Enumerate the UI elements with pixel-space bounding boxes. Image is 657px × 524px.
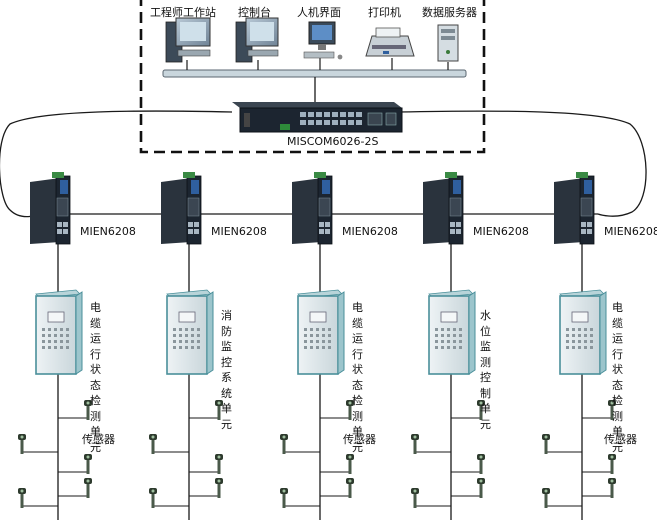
sensor-icon-2-3 (189, 400, 223, 420)
sensor-icon-2-2 (149, 488, 189, 508)
sensor-icon-4-1 (411, 434, 451, 454)
printer-icon (365, 27, 415, 57)
unit-cabinet-5 (559, 289, 607, 375)
sensor-icon-4-2 (411, 488, 451, 508)
console-workstation-icon (235, 17, 279, 63)
unit-cabinet-4 (428, 289, 476, 375)
unit-cabinet-1 (35, 289, 83, 375)
sensor-icon-3-1 (280, 434, 320, 454)
sensor-icon-3-3 (320, 400, 354, 420)
server-tower-icon (437, 24, 459, 62)
station-label-hmi: 人机界面 (297, 6, 341, 19)
sensor-icon-5-4 (582, 454, 616, 474)
sensor-icon-3-2 (280, 488, 320, 508)
sensor-label-1: 传感器 (82, 433, 115, 446)
station-label-server: 数据服务器 (422, 6, 477, 19)
sensor-icon-2-1 (149, 434, 189, 454)
station-label-console: 控制台 (238, 6, 271, 19)
field-switch-2 (161, 172, 202, 245)
unit-label-5: 电缆运行状态检测单元 (612, 301, 623, 454)
station-label-printer: 打印机 (368, 6, 401, 19)
field-switch-4 (423, 172, 464, 245)
unit-label-3: 电缆运行状态检测单元 (352, 301, 363, 454)
unit-cabinet-3 (297, 289, 345, 375)
core-switch-miscom6026 (232, 102, 403, 133)
sensor-icon-5-3 (582, 400, 616, 420)
sensor-icon-3-4 (320, 454, 354, 474)
sensor-icon-5-5 (582, 478, 616, 498)
station-label-engineer: 工程师工作站 (150, 6, 216, 19)
unit-label-4: 水位监测控制单元 (480, 309, 491, 431)
engineer-workstation-icon (165, 17, 211, 63)
field-switch-label-1: MIEN6208 (80, 225, 136, 238)
sensor-icon-1-3 (58, 400, 92, 420)
field-switch-5 (554, 172, 595, 245)
field-switch-label-2: MIEN6208 (211, 225, 267, 238)
sensor-icon-4-3 (451, 400, 485, 420)
sensor-icon-4-5 (451, 478, 485, 498)
field-switch-label-5: MIEN6208 (604, 225, 657, 238)
field-layer (18, 172, 616, 520)
control-room-boundary (139, 0, 486, 154)
unit-cabinet-2 (166, 289, 214, 375)
field-switch-label-3: MIEN6208 (342, 225, 398, 238)
sensor-icon-3-5 (320, 478, 354, 498)
sensor-icon-4-4 (451, 454, 485, 474)
unit-label-2: 消防监控系统单元 (221, 309, 232, 431)
sensor-icon-1-1 (18, 434, 58, 454)
sensor-icon-2-5 (189, 478, 223, 498)
hmi-monitor-icon (303, 21, 343, 60)
field-switch-3 (292, 172, 333, 245)
sensor-icon-2-4 (189, 454, 223, 474)
sensor-icon-1-2 (18, 488, 58, 508)
sensor-label-5: 传感器 (604, 433, 637, 446)
sensor-icon-5-1 (542, 434, 582, 454)
field-switch-1 (30, 172, 71, 245)
sensor-icon-1-4 (58, 454, 92, 474)
workstation-drops (186, 58, 449, 70)
ring-link-left (0, 110, 233, 218)
sensor-label-3: 传感器 (343, 433, 376, 446)
core-switch-label: MISCOM6026-2S (287, 135, 379, 148)
sensor-icon-1-5 (58, 478, 92, 498)
sensor-icon-5-2 (542, 488, 582, 508)
unit-label-1: 电缆运行状态检测单元 (90, 301, 101, 454)
field-switch-label-4: MIEN6208 (473, 225, 529, 238)
lan-bus-bar (162, 69, 467, 78)
ring-link-right (397, 110, 647, 217)
